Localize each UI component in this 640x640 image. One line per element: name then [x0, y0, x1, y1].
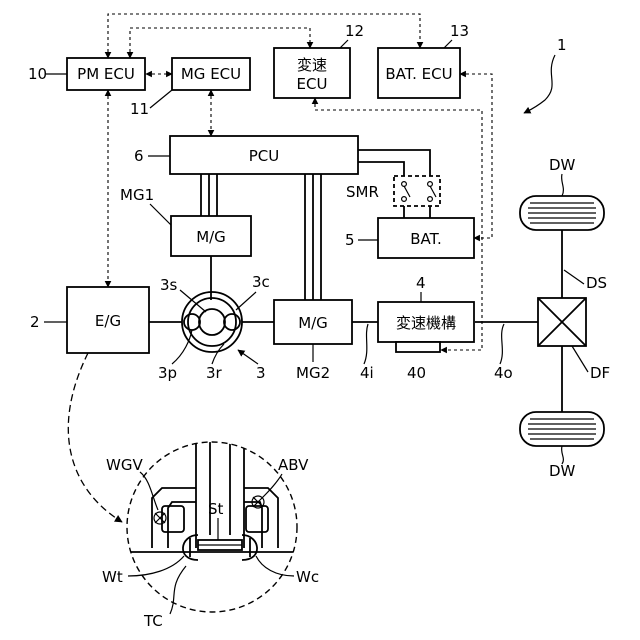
bat-ecu-label: BAT. ECU	[385, 65, 452, 83]
ref-wgv: WGV	[106, 456, 143, 474]
mg-ecu-block: MG ECU	[172, 58, 250, 90]
mg1-block: M/G	[171, 216, 251, 256]
drive-wheel-top	[520, 196, 604, 230]
ref-2: 2	[30, 313, 40, 331]
mg1-label: M/G	[196, 228, 226, 246]
figure-ref-1: 1	[524, 36, 567, 113]
engine-block: E/G	[67, 287, 149, 353]
ref-13: 13	[450, 22, 469, 40]
ref-4i: 4i	[360, 364, 374, 382]
ref-5: 5	[345, 231, 355, 249]
pcu-label: PCU	[249, 147, 280, 165]
shift-ecu-label-2: ECU	[297, 75, 328, 93]
mg2-block: M/G	[274, 300, 352, 344]
differential	[538, 298, 586, 346]
planetary-gear	[182, 292, 242, 352]
ref-df: DF	[590, 364, 610, 382]
ref-abv: ABV	[278, 456, 309, 474]
detail-callout-arrow	[68, 353, 122, 522]
bat-ecu-block: BAT. ECU	[378, 48, 460, 98]
drive-wheel-bottom	[520, 412, 604, 446]
transmission-label: 変速機構	[396, 314, 456, 332]
ref-6: 6	[134, 147, 144, 165]
turbocharger-detail	[120, 440, 304, 612]
ref-smr: SMR	[346, 183, 379, 201]
ref-3c: 3c	[252, 273, 270, 291]
pcu-block: PCU	[170, 136, 358, 174]
ref-10: 10	[28, 65, 47, 83]
pcu-mg2-wires	[305, 174, 321, 300]
ref-4o: 4o	[494, 364, 513, 382]
ref-3p: 3p	[158, 364, 177, 382]
shift-ecu-label-1: 変速	[297, 56, 327, 74]
ref-st: St	[208, 500, 224, 518]
pm-ecu-block: PM ECU	[67, 58, 145, 90]
pm-ecu-label: PM ECU	[77, 65, 135, 83]
mg2-label: M/G	[298, 314, 328, 332]
ref-3: 3	[256, 364, 266, 382]
mg-ecu-label: MG ECU	[181, 65, 241, 83]
ref-wt: Wt	[102, 568, 123, 586]
ref-3s: 3s	[160, 276, 178, 294]
engine-label: E/G	[95, 312, 121, 330]
ref-12: 12	[345, 22, 364, 40]
ref-dw-bottom: DW	[549, 462, 576, 480]
smr-relay	[394, 176, 440, 206]
battery-label: BAT.	[410, 230, 442, 248]
ref-3r: 3r	[206, 364, 223, 382]
transmission-block: 変速機構	[378, 302, 474, 352]
pcu-mg1-wires	[201, 174, 217, 216]
shift-ecu-block: 変速 ECU	[274, 48, 350, 98]
ref-wc: Wc	[296, 568, 319, 586]
ref-ds: DS	[586, 274, 607, 292]
ref-4: 4	[416, 274, 426, 292]
ref-40: 40	[407, 364, 426, 382]
battery-block: BAT.	[378, 218, 474, 258]
ref-11: 11	[130, 100, 149, 118]
ref-mg2: MG2	[296, 364, 330, 382]
ref-mg1: MG1	[120, 186, 154, 204]
ref-dw-top: DW	[549, 156, 576, 174]
ref-tc: TC	[143, 612, 163, 630]
svg-text:1: 1	[557, 36, 567, 54]
